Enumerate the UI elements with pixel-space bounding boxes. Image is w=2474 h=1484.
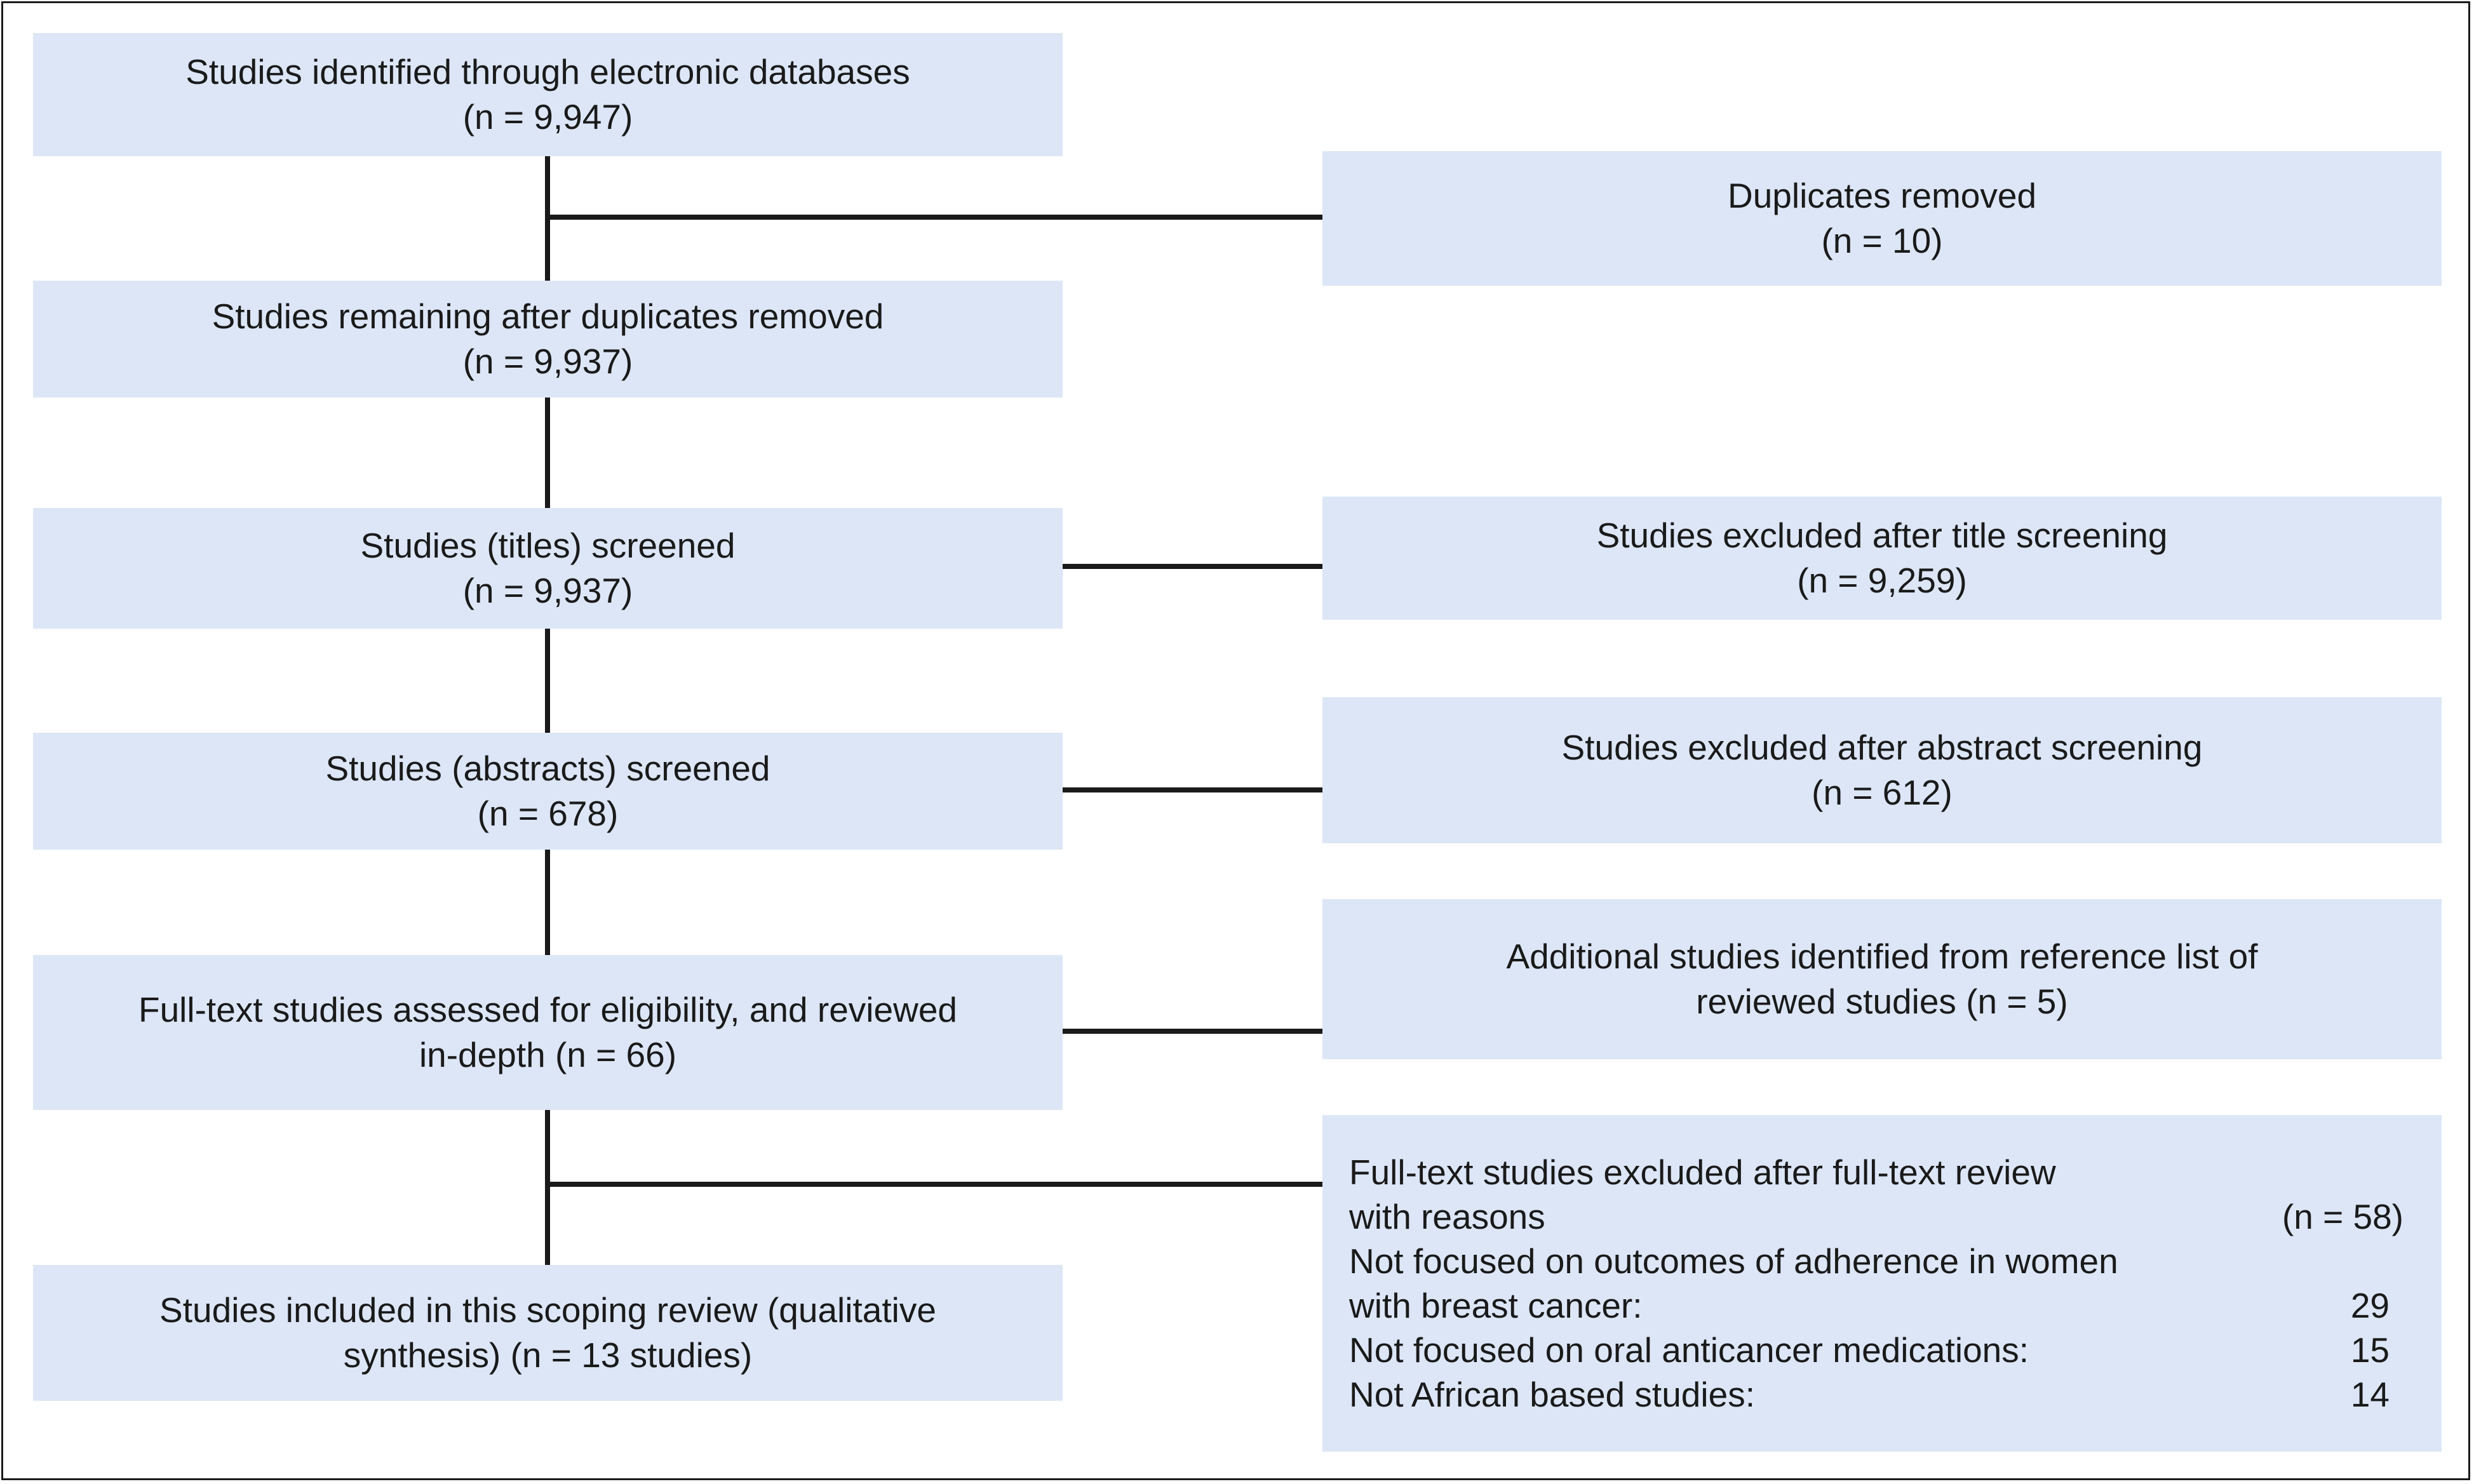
reason-count: 15: [2350, 1330, 2390, 1370]
remaining-count: (n = 9,937): [462, 342, 633, 381]
additional-count: reviewed studies (n = 5): [1696, 982, 2068, 1021]
excluded-title-label: Studies excluded after title screening: [1596, 516, 2168, 555]
excluded-fulltext-total-row: with reasons (n = 58): [1349, 1194, 2403, 1239]
excluded-fulltext-box: Full-text studies excluded after full-te…: [1322, 1115, 2442, 1452]
excluded-fulltext-heading: Full-text studies excluded after full-te…: [1349, 1153, 2056, 1192]
excluded-fulltext-heading-row: Full-text studies excluded after full-te…: [1349, 1150, 2403, 1194]
reason-label: Not focused on oral anticancer medicatio…: [1349, 1330, 2029, 1370]
titles-label: Studies (titles) screened: [360, 526, 736, 565]
excluded-title-count: (n = 9,259): [1797, 561, 1967, 600]
reason-count: 14: [2350, 1375, 2390, 1414]
fulltext-label: Full-text studies assessed for eligibili…: [138, 990, 957, 1029]
excluded-fulltext-heading-cont: with reasons: [1349, 1197, 1545, 1236]
remaining-box: Studies remaining after duplicates remov…: [33, 281, 1063, 398]
abstracts-count: (n = 678): [477, 794, 619, 833]
excluded-fulltext-total: (n = 58): [2282, 1197, 2403, 1236]
reason-label: Not focused on outcomes of adherence in …: [1349, 1241, 2118, 1281]
included-box: Studies included in this scoping review …: [33, 1265, 1063, 1401]
titles-count: (n = 9,937): [462, 571, 633, 610]
duplicates-box: Duplicates removed (n = 10): [1322, 151, 2442, 286]
duplicates-count: (n = 10): [1821, 221, 1943, 260]
identified-label: Studies identified through electronic da…: [185, 52, 910, 91]
additional-label: Additional studies identified from refer…: [1506, 937, 2258, 976]
excluded-abstract-box: Studies excluded after abstract screenin…: [1322, 697, 2442, 843]
fulltext-count: in-depth (n = 66): [419, 1035, 677, 1074]
reason-row: Not focused on outcomes of adherence in …: [1349, 1239, 2403, 1283]
identified-count: (n = 9,947): [462, 97, 633, 137]
remaining-label: Studies remaining after duplicates remov…: [212, 297, 884, 336]
duplicates-label: Duplicates removed: [1727, 176, 2037, 215]
reason-count: 29: [2350, 1286, 2390, 1325]
identified-box: Studies identified through electronic da…: [33, 33, 1063, 156]
excluded-abstract-label: Studies excluded after abstract screenin…: [1561, 728, 2203, 767]
reason-row: Not focused on oral anticancer medicatio…: [1349, 1328, 2403, 1372]
excluded-abstract-count: (n = 612): [1812, 773, 1953, 812]
additional-box: Additional studies identified from refer…: [1322, 899, 2442, 1059]
abstracts-box: Studies (abstracts) screened (n = 678): [33, 733, 1063, 850]
excluded-title-box: Studies excluded after title screening (…: [1322, 497, 2442, 620]
reason-row: Not African based studies: 14: [1349, 1372, 2403, 1417]
reason-label-cont: with breast cancer:: [1349, 1286, 1643, 1325]
included-label: Studies included in this scoping review …: [159, 1290, 936, 1330]
reason-row: with breast cancer: 29: [1349, 1283, 2403, 1328]
titles-box: Studies (titles) screened (n = 9,937): [33, 508, 1063, 629]
reason-label: Not African based studies:: [1349, 1375, 1755, 1414]
abstracts-label: Studies (abstracts) screened: [325, 749, 770, 788]
fulltext-box: Full-text studies assessed for eligibili…: [33, 955, 1063, 1110]
included-count: synthesis) (n = 13 studies): [343, 1335, 753, 1375]
